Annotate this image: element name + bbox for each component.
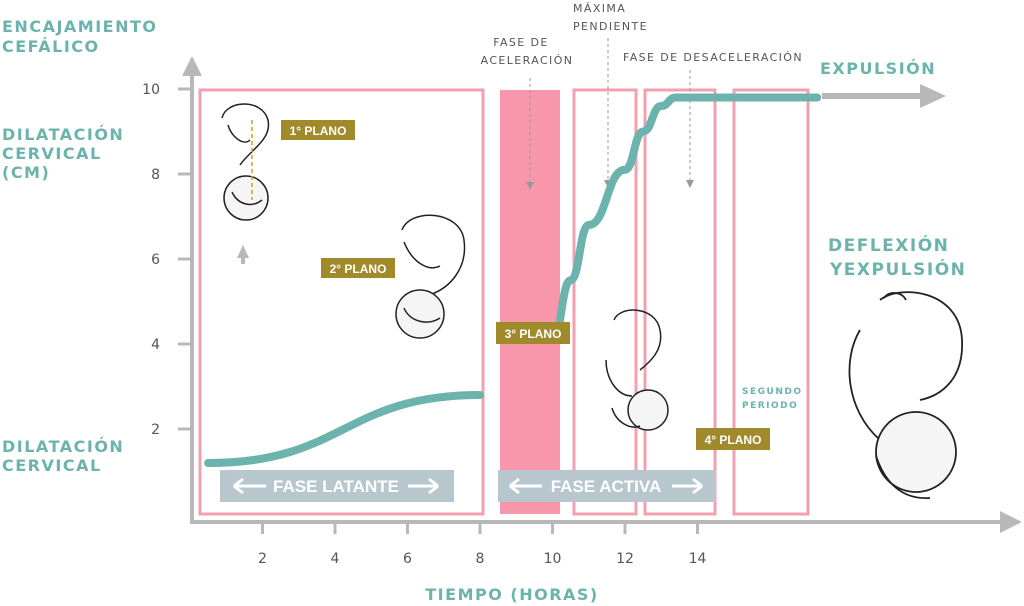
x-tick-label: 4 [331, 551, 340, 567]
plano-2-tag [321, 258, 395, 278]
annot-desaceleracion: FASE DE DESACELERACIÓN [623, 51, 803, 64]
annot-aceleracion-1: FASE DE [493, 36, 549, 49]
label-dilatacion-cm-3: (CM) [2, 163, 50, 182]
fetus-illustration-3 [605, 309, 669, 431]
annot-pendiente-1: MÁXIMA [573, 2, 626, 15]
label-dilatacion-2: CERVICAL [2, 456, 102, 475]
fetus-illustration-4 [848, 291, 963, 499]
segundo-periodo-frame [732, 88, 810, 516]
fase-latente-arrow-right [408, 477, 439, 495]
y-tick-label: 10 [142, 82, 160, 98]
y-ticks: 2 4 6 8 10 [142, 82, 192, 438]
fase-aceleracion-band [500, 90, 560, 514]
annot-pendiente-2: PENDIENTE [573, 20, 648, 33]
dilatation-curve-1 [204, 391, 484, 467]
expulsion-arrow: EXPULSIÓN [820, 59, 946, 108]
y-tick-label: 2 [151, 422, 160, 438]
phase-frames [198, 88, 810, 516]
x-tick-label: 14 [689, 551, 707, 567]
fase-activa-arrow-left [509, 477, 542, 495]
y-axis-arrow [182, 56, 202, 76]
engagement-arrow-shaft [241, 256, 245, 264]
top-annotations: FASE DE ACELERACIÓN MÁXIMA PENDIENTE FAS… [481, 2, 803, 67]
plano-3-tag [496, 322, 570, 344]
plano-4-tag [696, 428, 770, 450]
y-tick-label: 4 [151, 337, 160, 353]
fase-latente-label: FASE LATANTE [273, 477, 399, 496]
maxima-pendiente-frame [572, 88, 638, 516]
dilatation-series [204, 93, 822, 467]
label-encajamiento-1: ENCAJAMIENTO [2, 17, 158, 36]
plano-1-tag [281, 120, 355, 140]
axes [182, 56, 1022, 533]
fase-activa-bar: FASE ACTIVA [498, 470, 716, 502]
segundo-periodo-1: SEGUNDO [742, 387, 802, 397]
label-encajamiento-2: CEFÁLICO [2, 37, 100, 56]
x-tick-label: 12 [616, 551, 634, 567]
expulsion-arrow-head [920, 84, 946, 108]
annot-aceleracion-2: ACELERACIÓN [481, 54, 574, 67]
x-axis-label: TIEMPO (HORAS) [425, 585, 598, 604]
plano-tags: 1° PLANO 2° PLANO 3° PLANO 4° PLANO [281, 120, 770, 450]
x-tick-label: 2 [258, 551, 267, 567]
aceleracion-pointer-head [526, 182, 534, 190]
fase-latente-frame [198, 88, 485, 516]
x-tick-label: 6 [403, 551, 412, 567]
plano-2-label: 2° PLANO [330, 262, 387, 276]
x-ticks: 2 4 6 8 10 12 14 [258, 522, 706, 567]
deflexion-label: DEFLEXIÓN [828, 234, 949, 256]
y-tick-label: 6 [151, 252, 160, 268]
fase-latente-bar: FASE LATANTE [220, 470, 454, 502]
desaceleracion-pointer-head [686, 180, 694, 188]
plano-4-label: 4° PLANO [705, 433, 762, 447]
expulsion-label: EXPULSIÓN [820, 59, 936, 78]
yexpulsion-label: YEXPULSIÓN [829, 258, 966, 280]
plano-1-label: 1° PLANO [290, 124, 347, 138]
segundo-periodo-2: PERIODO [742, 401, 798, 411]
engagement-arrow-head [237, 245, 249, 258]
label-dilatacion-cm-2: CERVICAL [2, 144, 102, 163]
left-labels: ENCAJAMIENTO CEFÁLICO DILATACIÓN CERVICA… [2, 17, 158, 475]
plano-3-label: 3° PLANO [505, 327, 562, 341]
fase-desaceleracion-frame [643, 88, 717, 516]
x-tick-label: 10 [544, 551, 562, 567]
x-axis-arrow [1000, 511, 1022, 533]
y-tick-label: 8 [151, 167, 160, 183]
fetus-illustration-2 [395, 214, 466, 339]
fase-latente-arrow-left [233, 477, 266, 495]
dilatation-curve-2 [548, 93, 822, 344]
label-dilatacion-1: DILATACIÓN [2, 437, 124, 456]
label-dilatacion-cm-1: DILATACIÓN [2, 125, 124, 144]
x-tick-label: 8 [476, 551, 485, 567]
fase-activa-label: FASE ACTIVA [551, 477, 662, 496]
fase-activa-arrow-right [672, 477, 703, 495]
fetus-illustration-1 [221, 103, 270, 221]
